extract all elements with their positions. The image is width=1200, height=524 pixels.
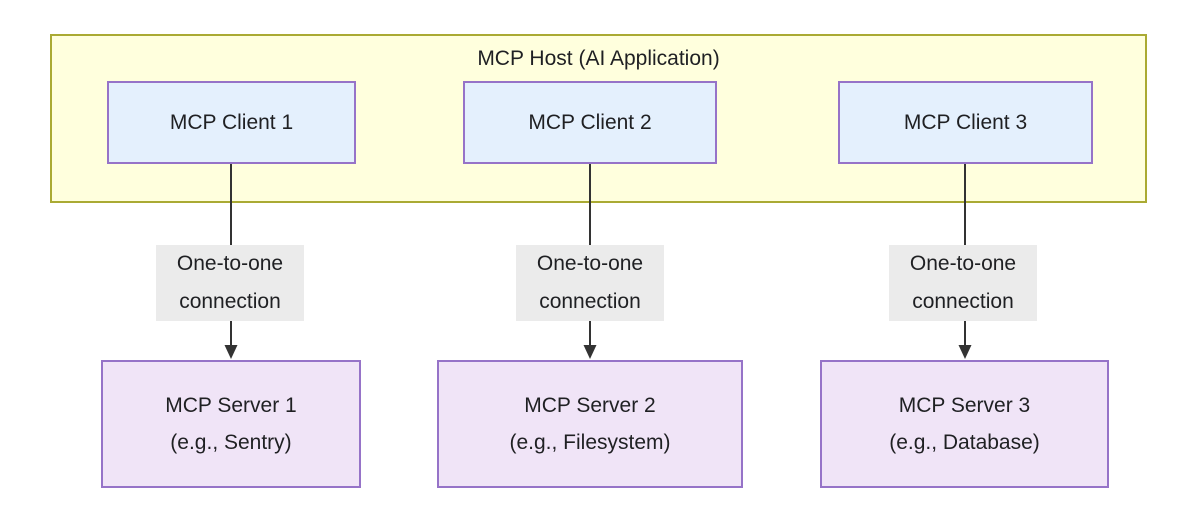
edge-label-line-1: One-to-one bbox=[909, 252, 1017, 275]
mcp-client-3-node[interactable]: MCP Client 3 bbox=[838, 81, 1093, 164]
mcp-server-1-sublabel: (e.g., Sentry) bbox=[170, 431, 292, 454]
mcp-server-2-node[interactable]: MCP Server 2 (e.g., Filesystem) bbox=[437, 360, 743, 488]
edge-label-client1-server1: One-to-one connection bbox=[156, 245, 304, 321]
mcp-client-2-label: MCP Client 2 bbox=[528, 110, 652, 134]
edge-label-client2-server2: One-to-one connection bbox=[516, 245, 664, 321]
mcp-client-1-node[interactable]: MCP Client 1 bbox=[107, 81, 356, 164]
edge-label-line-2: connection bbox=[179, 290, 281, 313]
mcp-client-1-label: MCP Client 1 bbox=[169, 110, 294, 134]
mcp-server-1-node[interactable]: MCP Server 1 (e.g., Sentry) bbox=[101, 360, 361, 488]
edge-label-line-2: connection bbox=[539, 290, 641, 313]
mcp-server-2-sublabel: (e.g., Filesystem) bbox=[509, 431, 671, 454]
mcp-client-2-node[interactable]: MCP Client 2 bbox=[463, 81, 717, 164]
edge-label-client3-server3: One-to-one connection bbox=[889, 245, 1037, 321]
edge-label-line-2: connection bbox=[912, 290, 1014, 313]
mcp-server-2-label: MCP Server 2 bbox=[524, 394, 656, 417]
mcp-server-3-node[interactable]: MCP Server 3 (e.g., Database) bbox=[820, 360, 1109, 488]
mcp-server-3-sublabel: (e.g., Database) bbox=[889, 431, 1040, 454]
mcp-client-3-label: MCP Client 3 bbox=[903, 110, 1028, 134]
edge-label-line-1: One-to-one bbox=[536, 252, 644, 275]
mcp-host-title: MCP Host (AI Application) bbox=[477, 47, 720, 70]
edge-label-line-1: One-to-one bbox=[176, 252, 284, 275]
mcp-server-3-label: MCP Server 3 bbox=[898, 394, 1031, 417]
mcp-server-1-label: MCP Server 1 bbox=[165, 394, 297, 417]
